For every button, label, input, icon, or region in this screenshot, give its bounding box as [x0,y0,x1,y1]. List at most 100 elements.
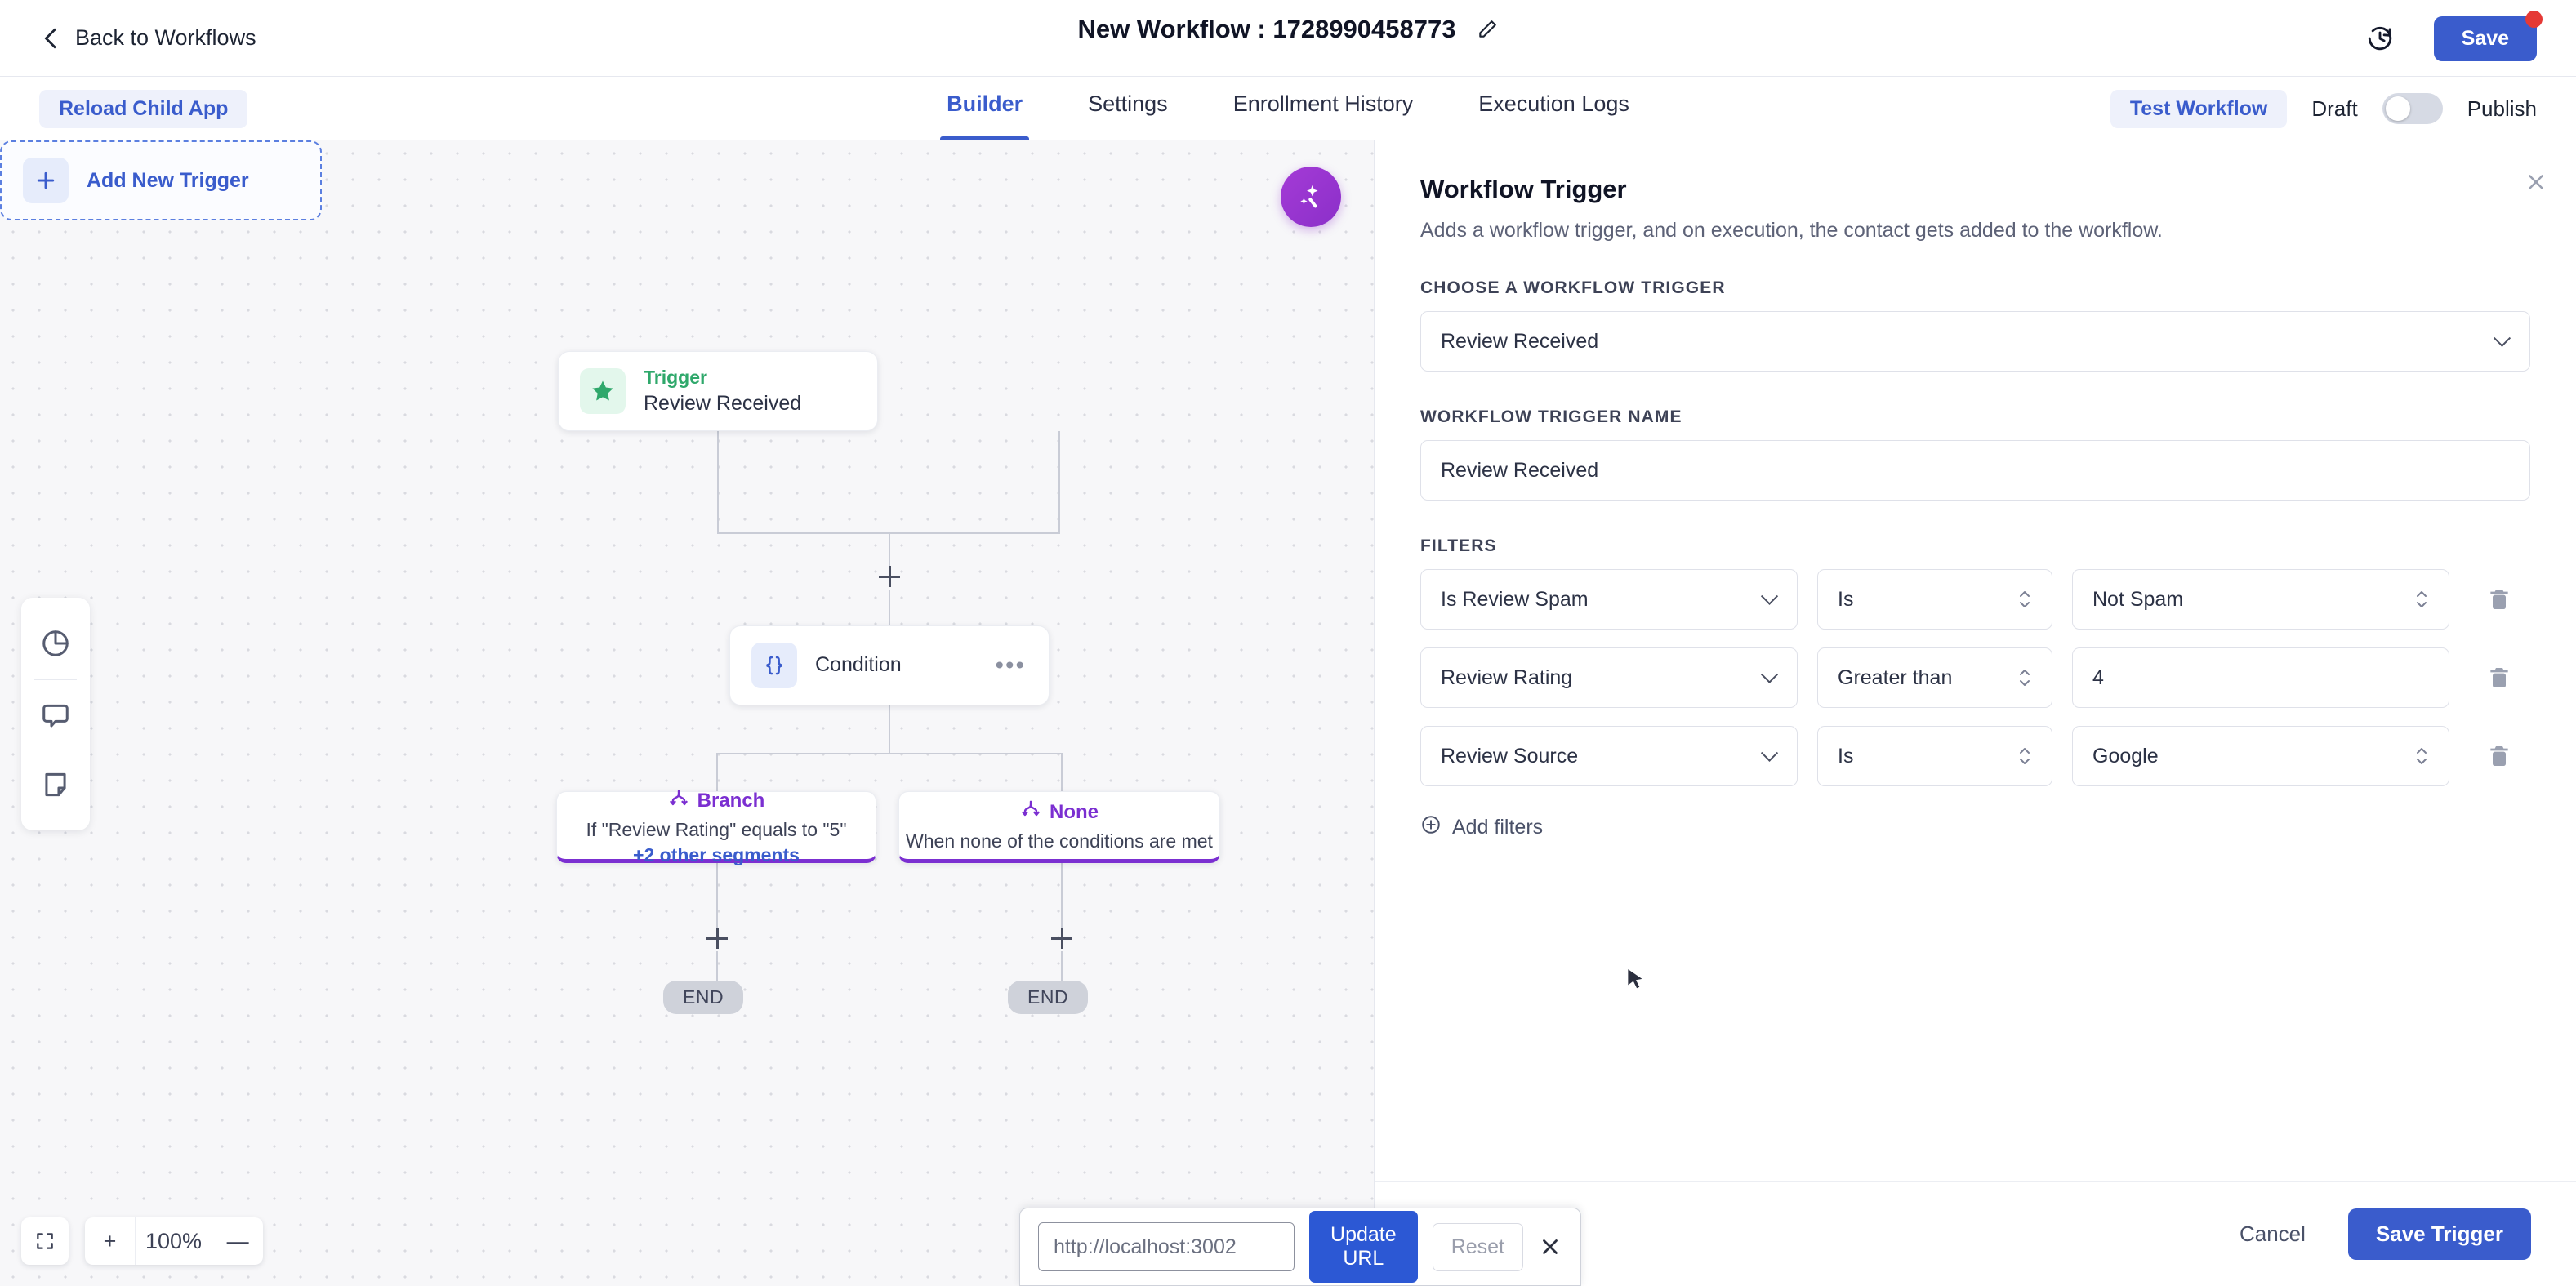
add-step-plus-top[interactable] [879,566,900,587]
tab-enrollment-history[interactable]: Enrollment History [1232,91,1414,116]
workflow-canvas[interactable]: Trigger Review Received Add New Trigger … [0,140,1374,1286]
trash-icon[interactable] [2482,661,2516,695]
filter-operator-select[interactable]: Is [1817,569,2052,630]
zoom-controls: + 100% — [21,1217,264,1265]
choose-trigger-select[interactable]: Review Received [1420,311,2530,372]
connector-plus-to-end-left [716,951,718,986]
reload-child-app-button[interactable]: Reload Child App [39,90,248,128]
end-badge-none: END [1008,981,1089,1014]
table-row: Review Source Is Google [1420,726,2530,786]
zoom-in-button[interactable]: + [85,1217,136,1265]
node-none-title: None [1050,800,1099,823]
connector-split-right [1061,753,1063,791]
trash-icon[interactable] [2482,582,2516,616]
node-trigger[interactable]: Trigger Review Received [558,351,878,431]
connector-plus-to-condition [889,590,890,625]
reset-button[interactable]: Reset [1432,1222,1523,1271]
panel-header: Workflow Trigger Adds a workflow trigger… [1375,140,2576,243]
dev-url-bar: Update URL Reset [1019,1208,1581,1286]
canvas-tool-rail [21,598,90,830]
comment-icon[interactable] [21,682,90,750]
back-to-workflows-link[interactable]: Back to Workflows [44,25,256,51]
connector-branch-split [716,753,1063,754]
tab-execution-logs[interactable]: Execution Logs [1478,91,1629,116]
filter-value-select[interactable]: Not Spam [2072,569,2449,630]
ellipsis-icon[interactable]: ••• [995,652,1026,679]
test-workflow-button[interactable]: Test Workflow [2110,89,2288,128]
choose-trigger-label: CHOOSE A WORKFLOW TRIGGER [1420,278,1726,297]
chevron-updown-icon [2017,585,2032,613]
note-icon[interactable] [21,750,90,819]
publish-label: Publish [2467,96,2537,121]
add-step-plus-branch[interactable] [706,928,728,949]
history-clock-icon[interactable] [2365,24,2395,53]
node-branch-header: Branch [668,788,765,816]
node-condition[interactable]: Condition ••• [729,625,1050,705]
branch-icon [668,788,689,816]
chevron-down-icon [2493,329,2511,347]
filter-value: Google [2092,744,2159,768]
close-icon[interactable] [1538,1235,1562,1259]
add-filters-button[interactable]: Add filters [1420,814,1543,841]
filters-label: FILTERS [1420,536,1497,555]
branch-icon [1020,799,1041,826]
header-actions: Save [2365,0,2543,77]
table-row: Is Review Spam Is Not Spam [1420,569,2530,630]
add-step-plus-none[interactable] [1051,928,1072,949]
node-none-header: None [1020,799,1099,826]
node-add-new-trigger[interactable]: Add New Trigger [0,140,322,220]
chevron-down-icon [1760,665,1779,683]
connector-none-to-plus [1061,863,1063,933]
pencil-icon[interactable] [1477,19,1498,40]
filter-field-select[interactable]: Is Review Spam [1420,569,1798,630]
choose-trigger-value: Review Received [1441,329,1599,353]
end-badge-branch: END [663,981,744,1014]
filter-value-input[interactable]: 4 [2072,647,2449,708]
url-input[interactable] [1038,1222,1295,1271]
update-url-button[interactable]: Update URL [1309,1211,1418,1283]
toggle-knob [2385,96,2410,121]
node-trigger-title: Review Received [644,391,802,415]
chevron-down-icon [1760,587,1779,605]
table-row: Review Rating Greater than 4 [1420,647,2530,708]
filter-operator-select[interactable]: Greater than [1817,647,2052,708]
draft-label: Draft [2311,96,2358,121]
tab-settings[interactable]: Settings [1088,91,1168,116]
trigger-name-input[interactable]: Review Received [1420,440,2530,501]
chevron-updown-icon [2414,585,2429,613]
sparkle-wand-icon[interactable] [1281,167,1341,227]
filter-value: Not Spam [2092,587,2184,611]
filter-field-select[interactable]: Review Rating [1420,647,1798,708]
pie-chart-icon[interactable] [21,609,90,678]
filter-value: 4 [2092,665,2104,689]
filter-value-select[interactable]: Google [2072,726,2449,786]
panel-body: CHOOSE A WORKFLOW TRIGGER Review Receive… [1375,278,2576,841]
publish-toggle[interactable] [2382,93,2443,124]
connector-condition-down [889,705,890,753]
node-trigger-text: Trigger Review Received [644,365,801,418]
filter-operator-select[interactable]: Is [1817,726,2052,786]
chevron-updown-icon [2017,664,2032,692]
save-trigger-button[interactable]: Save Trigger [2347,1208,2531,1260]
tab-builder[interactable]: Builder [940,77,1030,140]
node-branch-title: Branch [697,790,765,812]
filter-field-select[interactable]: Review Source [1420,726,1798,786]
filters-list: Is Review Spam Is Not Spam [1420,569,2530,786]
save-button[interactable]: Save [2433,10,2543,61]
node-branch[interactable]: Branch If "Review Rating" equals to "5" … [556,788,876,866]
zoom-out-button[interactable]: — [226,1228,249,1253]
node-branch-more-segments[interactable]: +2 other segments [633,844,800,866]
panel-description: Adds a workflow trigger, and on executio… [1420,219,2163,242]
workflow-tabs: Builder Settings Enrollment History Exec… [0,77,2576,140]
save-button-label: Save [2461,26,2509,50]
filter-field-value: Review Source [1441,744,1579,768]
trash-icon[interactable] [2482,739,2516,773]
connector-split-left [716,753,718,791]
cancel-button[interactable]: Cancel [2222,1212,2324,1257]
top-header: Back to Workflows New Workflow : 1728990… [0,0,2576,77]
expand-icon[interactable] [21,1217,69,1265]
node-none[interactable]: None When none of the conditions are met [898,791,1220,863]
close-icon[interactable] [2524,170,2548,194]
plus-circle-icon [1420,814,1442,841]
chevron-updown-icon [2414,742,2429,770]
